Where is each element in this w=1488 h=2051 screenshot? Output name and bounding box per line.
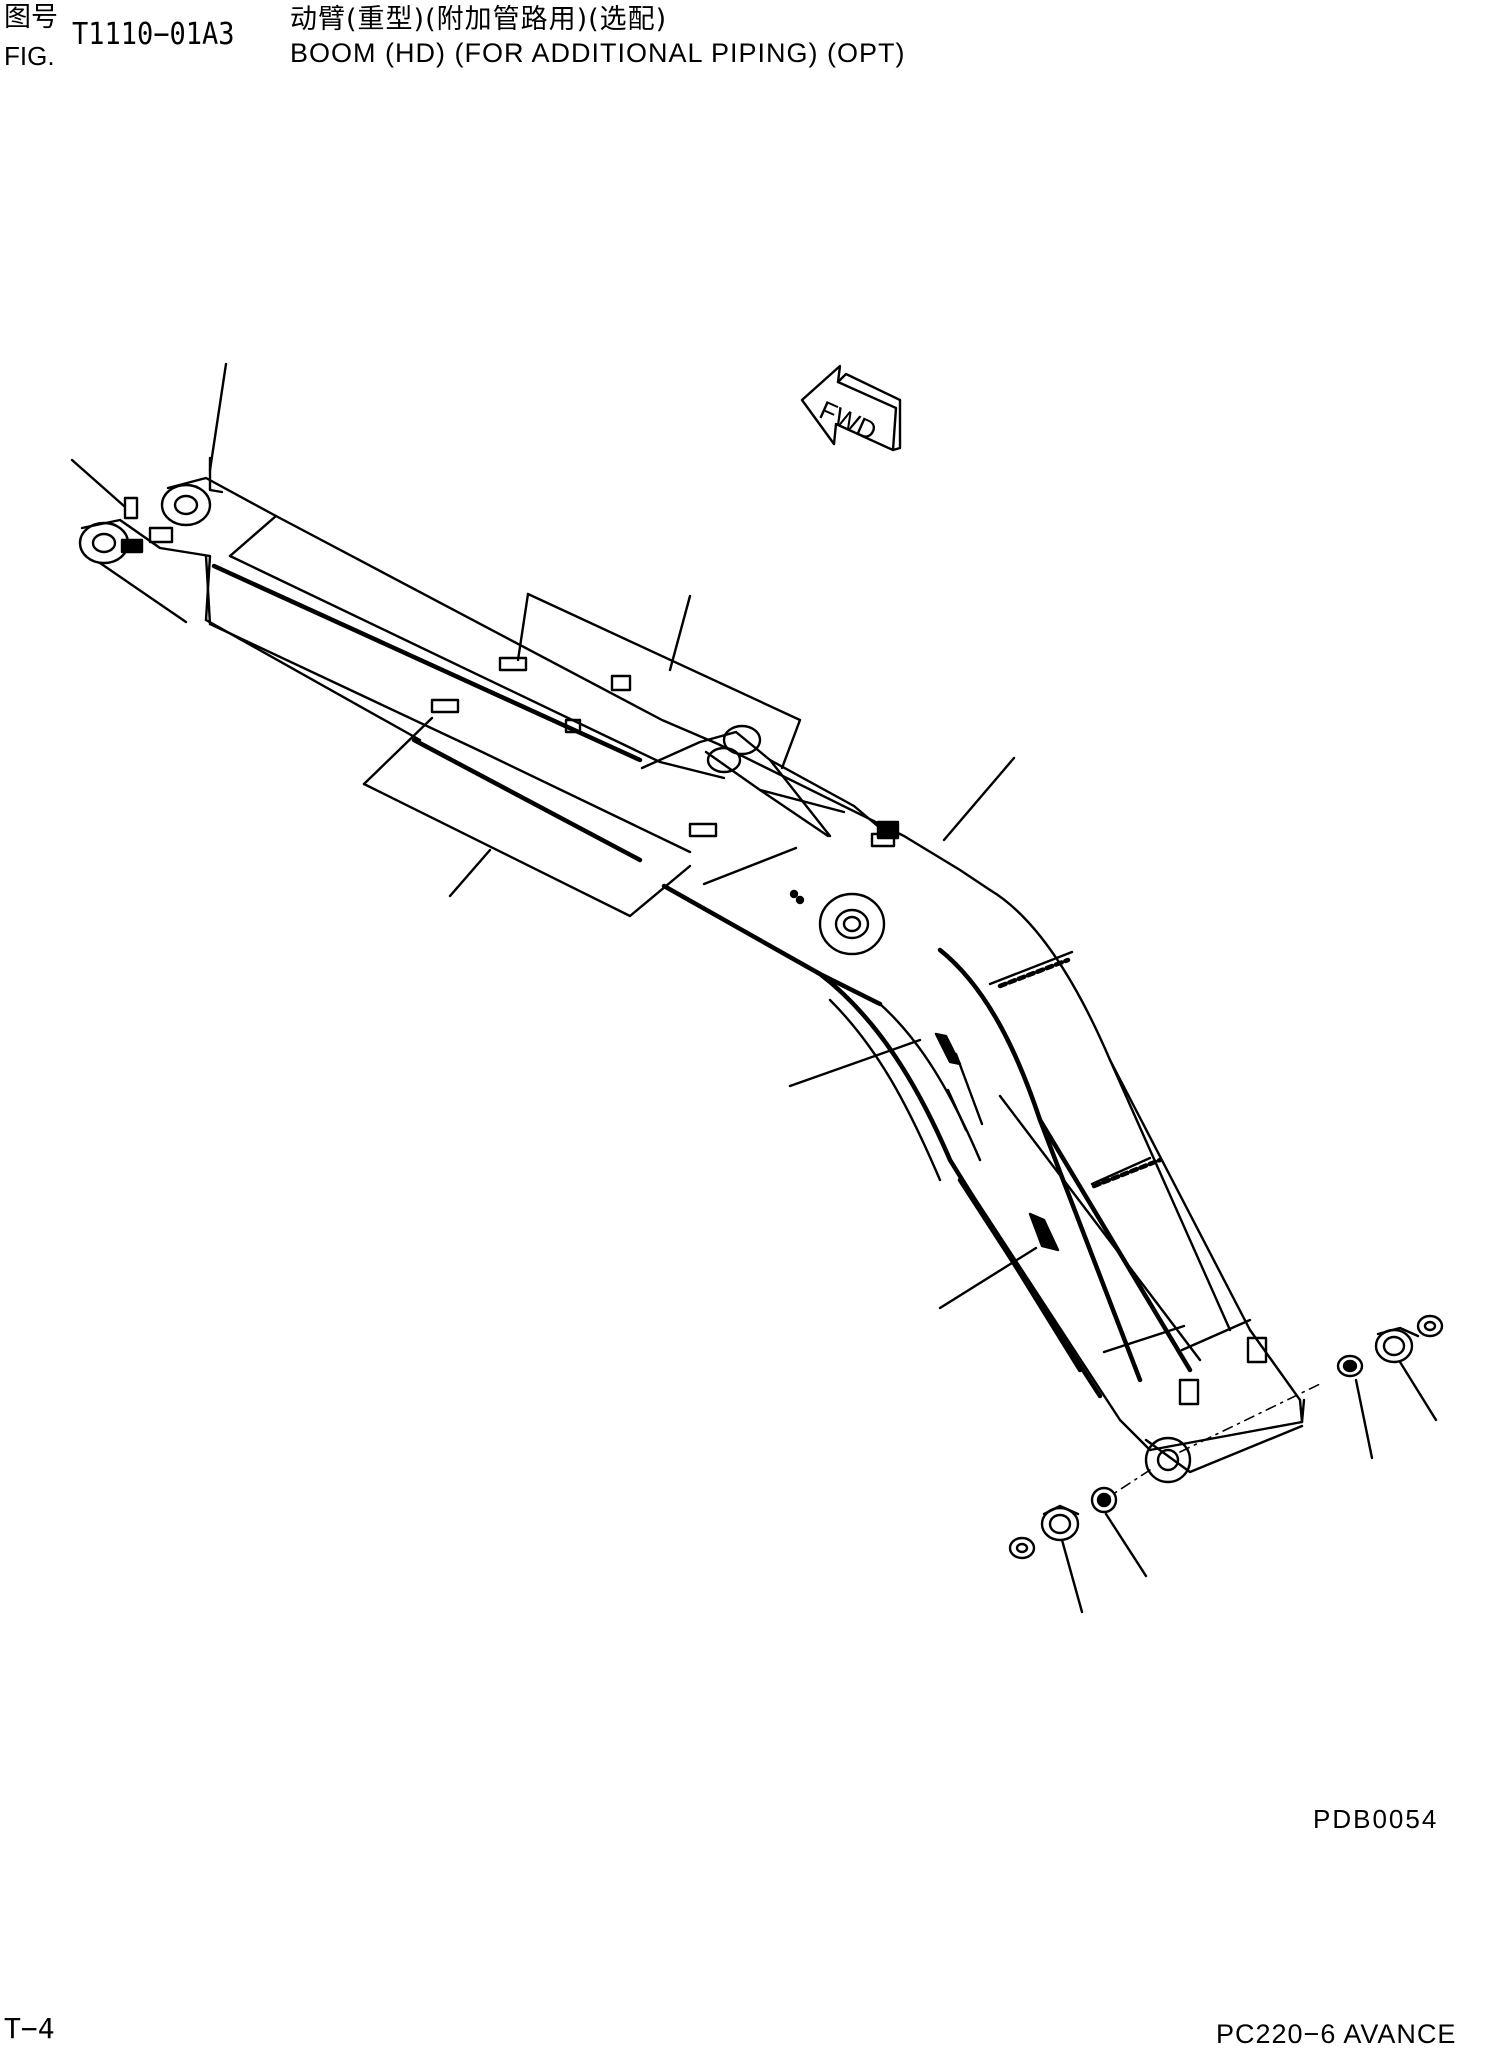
machine-model: PC220−6 AVANCE [1216,2019,1457,2049]
seal-right [1336,1354,1364,1378]
leader-lines [70,362,1438,1614]
pin-assembly-right [1336,1314,1444,1378]
fwd-arrow-label: FWD [815,395,881,446]
boom-body [78,456,1306,1484]
figure-number: T1110−01A3 [72,17,235,52]
foot-boss-upper [160,483,212,527]
arm-end-boss [1144,1436,1192,1484]
fwd-arrow: FWD [800,364,902,452]
bushing-right [1374,1328,1414,1364]
page-number: T−4 [4,2012,55,2045]
title-english: BOOM (HD) (FOR ADDITIONAL PIPING) (OPT) [290,38,906,68]
title-chinese: 动臂(重型)(附加管路用)(选配) [290,4,668,35]
fig-label-en: FIG. [4,41,55,71]
washer-left [1008,1536,1036,1560]
washer-right [1416,1314,1444,1338]
seal-left [1090,1486,1118,1514]
pin-assembly-left [1008,1486,1118,1560]
cylinder-boss [818,892,886,956]
drawing-code: PDB0054 [1313,1804,1439,1834]
fig-label-zh: 图号 [4,2,58,33]
bushing-left [1040,1506,1080,1542]
